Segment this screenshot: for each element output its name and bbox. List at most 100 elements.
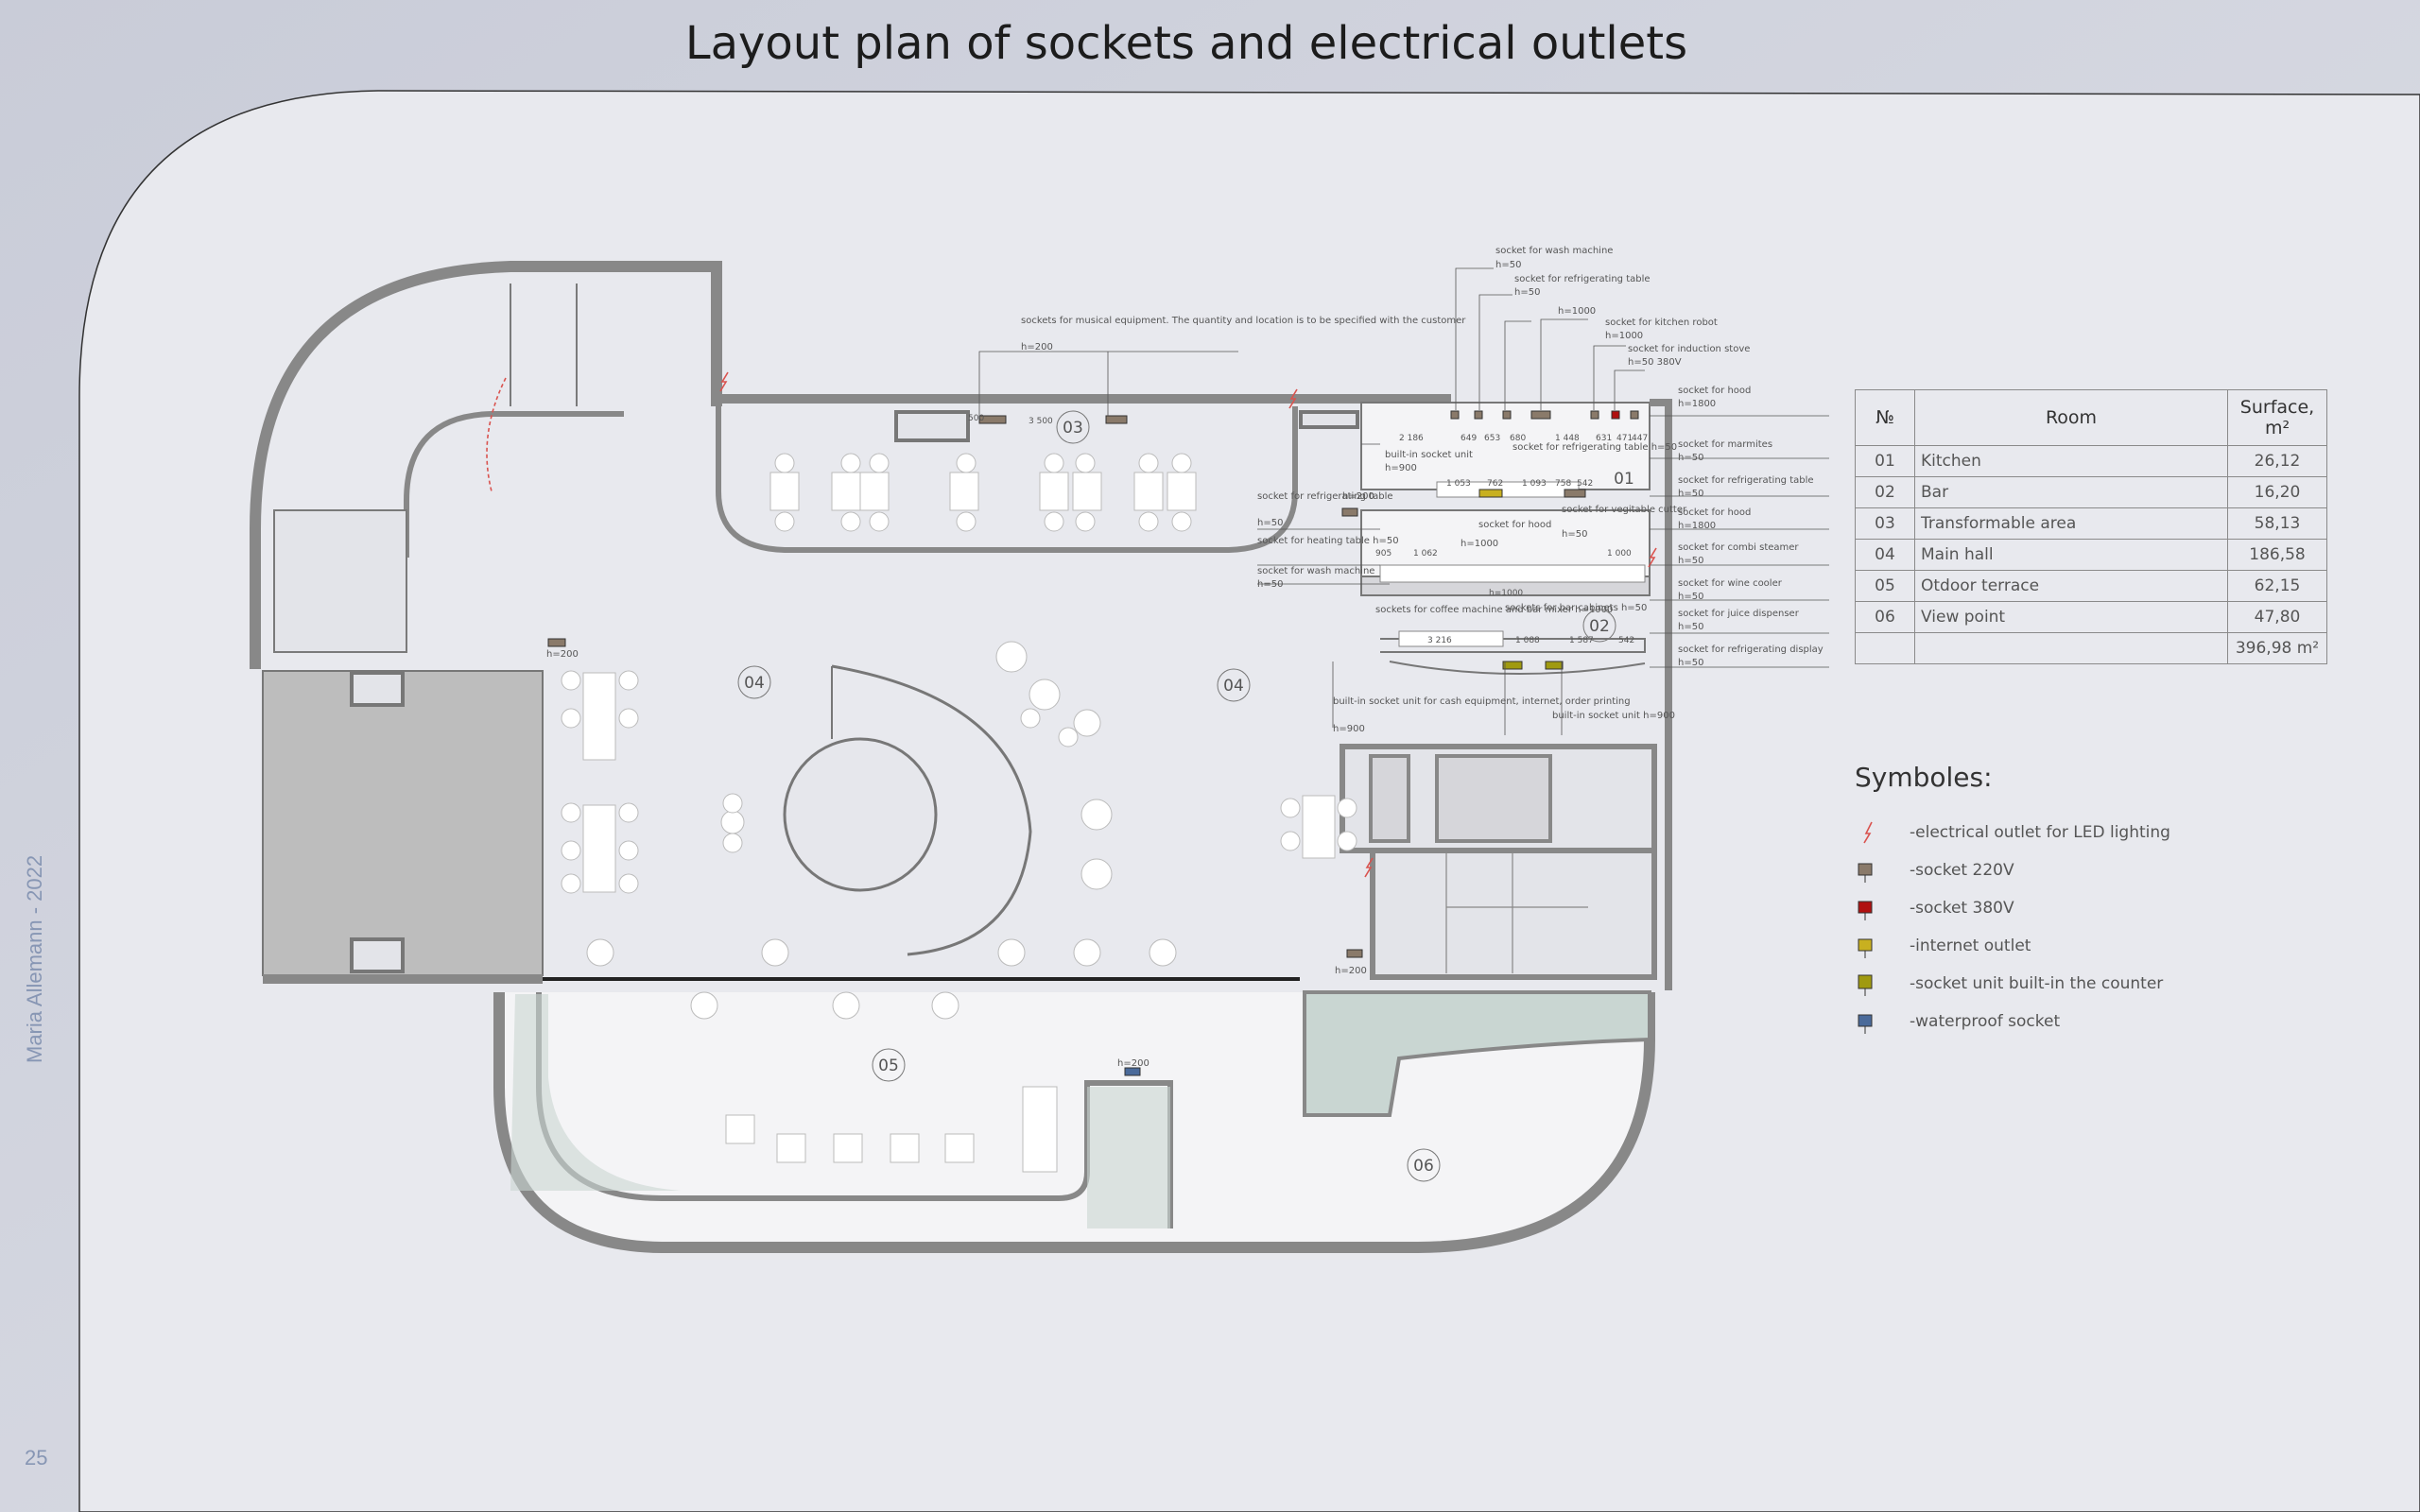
svg-text:1 088: 1 088	[1515, 636, 1540, 645]
svg-text:h=50: h=50	[1562, 529, 1587, 540]
svg-text:h=200: h=200	[1117, 1058, 1150, 1069]
svg-text:h=50 380V: h=50 380V	[1628, 357, 1682, 368]
svg-text:1 093: 1 093	[1522, 479, 1547, 489]
svg-text:3 216: 3 216	[1427, 636, 1452, 645]
svg-text:h=1000: h=1000	[1461, 539, 1498, 549]
legend-item: -socket unit built-in the counter	[1855, 965, 2170, 1003]
svg-text:542: 542	[1577, 479, 1593, 489]
svg-text:h=900: h=900	[1385, 463, 1417, 473]
svg-text:socket for combi steamer: socket for combi steamer	[1678, 542, 1799, 553]
svg-text:680: 680	[1510, 434, 1526, 443]
svg-text:h=200: h=200	[1335, 966, 1367, 976]
svg-text:sockets for coffee machine and: sockets for coffee machine and bar mixer…	[1375, 605, 1613, 615]
svg-text:2 186: 2 186	[1399, 434, 1424, 443]
socket-220v-icon	[1855, 854, 1910, 886]
svg-text:542: 542	[1618, 636, 1634, 645]
page-title: Layout plan of sockets and electrical ou…	[684, 17, 1688, 70]
legend-title: Symboles:	[1855, 762, 1993, 793]
room-markers: 03 04 04 01 02 05 06	[737, 410, 1634, 1182]
svg-text:06: 06	[1413, 1157, 1434, 1176]
svg-text:762: 762	[1487, 479, 1503, 489]
svg-text:h=900: h=900	[1333, 724, 1365, 734]
svg-text:500: 500	[968, 414, 984, 423]
legend-item: -socket 380V	[1855, 889, 2170, 927]
svg-text:h=1800: h=1800	[1678, 521, 1716, 531]
svg-text:sockets for bar cabinets h=50: sockets for bar cabinets h=50	[1505, 603, 1647, 613]
rooms-table: № Room Surface, m² 01 Kitchen 26,12 02 B…	[1855, 389, 2327, 664]
svg-text:01: 01	[1614, 470, 1634, 489]
table-total-row: 396,98 m²	[1855, 632, 2327, 664]
svg-text:socket for induction stove: socket for induction stove	[1628, 344, 1750, 354]
table-row: 04 Main hall 186,58	[1855, 539, 2327, 571]
svg-text:socket for wash machine: socket for wash machine	[1495, 246, 1613, 256]
legend-item: -internet outlet	[1855, 927, 2170, 965]
svg-text:758: 758	[1555, 479, 1571, 489]
svg-text:h=50: h=50	[1495, 260, 1521, 270]
legend-item: -socket 220V	[1855, 851, 2170, 889]
svg-text:649: 649	[1461, 434, 1477, 443]
symbols-legend: Symboles: -electrical outlet for LED lig…	[1855, 762, 2170, 1040]
svg-text:socket for hood: socket for hood	[1478, 520, 1551, 530]
svg-text:h=50: h=50	[1514, 287, 1540, 298]
internet-outlet-icon	[1855, 930, 1910, 962]
svg-text:905: 905	[1375, 549, 1392, 558]
svg-text:h=50: h=50	[1257, 518, 1283, 528]
table-row: 01 Kitchen 26,12	[1855, 445, 2327, 477]
table-row: 02 Bar 16,20	[1855, 476, 2327, 508]
svg-text:h=200: h=200	[1342, 491, 1374, 502]
legend-item: -waterproof socket	[1855, 1003, 2170, 1040]
svg-text:built-in socket unit: built-in socket unit	[1385, 450, 1473, 460]
svg-text:471: 471	[1616, 434, 1633, 443]
page-number: 25	[25, 1446, 48, 1469]
svg-text:04: 04	[744, 674, 765, 693]
svg-text:socket for kitchen robot: socket for kitchen robot	[1605, 318, 1718, 328]
socket-380v-icon	[1855, 892, 1910, 924]
svg-text:653: 653	[1484, 434, 1500, 443]
svg-text:3 500: 3 500	[1028, 417, 1053, 426]
table-row: 06 View point 47,80	[1855, 601, 2327, 633]
svg-text:1 587: 1 587	[1569, 636, 1594, 645]
svg-text:built-in socket unit for cash: built-in socket unit for cash equipment,…	[1333, 696, 1631, 707]
svg-text:socket for refrigerating table: socket for refrigerating table	[1678, 475, 1814, 486]
svg-text:socket for refrigerating table: socket for refrigerating table	[1257, 491, 1393, 502]
legend-item: -electrical outlet for LED lighting	[1855, 814, 2170, 851]
svg-text:h=50: h=50	[1678, 622, 1703, 632]
svg-text:1 000: 1 000	[1607, 549, 1632, 558]
svg-text:h=1800: h=1800	[1678, 399, 1716, 409]
svg-text:h=200: h=200	[1021, 342, 1053, 352]
svg-text:1 062: 1 062	[1413, 549, 1438, 558]
table-row: 03 Transformable area 58,13	[1855, 507, 2327, 540]
header-number: №	[1855, 389, 1915, 446]
svg-text:h=1000: h=1000	[1558, 306, 1596, 317]
header-room: Room	[1914, 389, 2228, 446]
svg-text:socket for marmites: socket for marmites	[1678, 439, 1772, 450]
svg-text:socket for wash machine: socket for wash machine	[1257, 566, 1374, 576]
svg-text:built-in socket unit h=900: built-in socket unit h=900	[1552, 711, 1675, 721]
svg-text:631: 631	[1596, 434, 1612, 443]
total-surface: 396,98 m²	[2227, 632, 2327, 664]
svg-text:h=50: h=50	[1678, 592, 1703, 602]
svg-text:1 053: 1 053	[1446, 479, 1471, 489]
svg-text:socket for hood: socket for hood	[1678, 386, 1751, 396]
svg-text:socket for juice dispenser: socket for juice dispenser	[1678, 609, 1800, 619]
waterproof-socket-icon	[1855, 1005, 1910, 1038]
music-note: sockets for musical equipment. The quant…	[1021, 316, 1466, 326]
svg-text:h=50: h=50	[1678, 489, 1703, 499]
svg-text:socket for refrigerating displ: socket for refrigerating display	[1678, 644, 1824, 655]
header-surface: Surface, m²	[2227, 389, 2327, 446]
svg-text:socket for refrigerating table: socket for refrigerating table h=50	[1512, 442, 1677, 453]
svg-text:05: 05	[878, 1057, 899, 1075]
svg-text:h=50: h=50	[1678, 658, 1703, 668]
counter-socket-icon	[1855, 968, 1910, 1000]
svg-text:h=50: h=50	[1678, 453, 1703, 463]
svg-text:1 448: 1 448	[1555, 434, 1580, 443]
table-row: 05 Otdoor terrace 62,15	[1855, 570, 2327, 602]
svg-text:h=200: h=200	[546, 649, 579, 660]
svg-text:h=1000: h=1000	[1489, 589, 1523, 598]
svg-text:socket for refrigerating table: socket for refrigerating table	[1514, 274, 1651, 284]
svg-text:447: 447	[1632, 434, 1648, 443]
svg-text:04: 04	[1223, 677, 1244, 696]
svg-text:h=50: h=50	[1257, 579, 1283, 590]
svg-text:socket for wine cooler: socket for wine cooler	[1678, 578, 1783, 589]
